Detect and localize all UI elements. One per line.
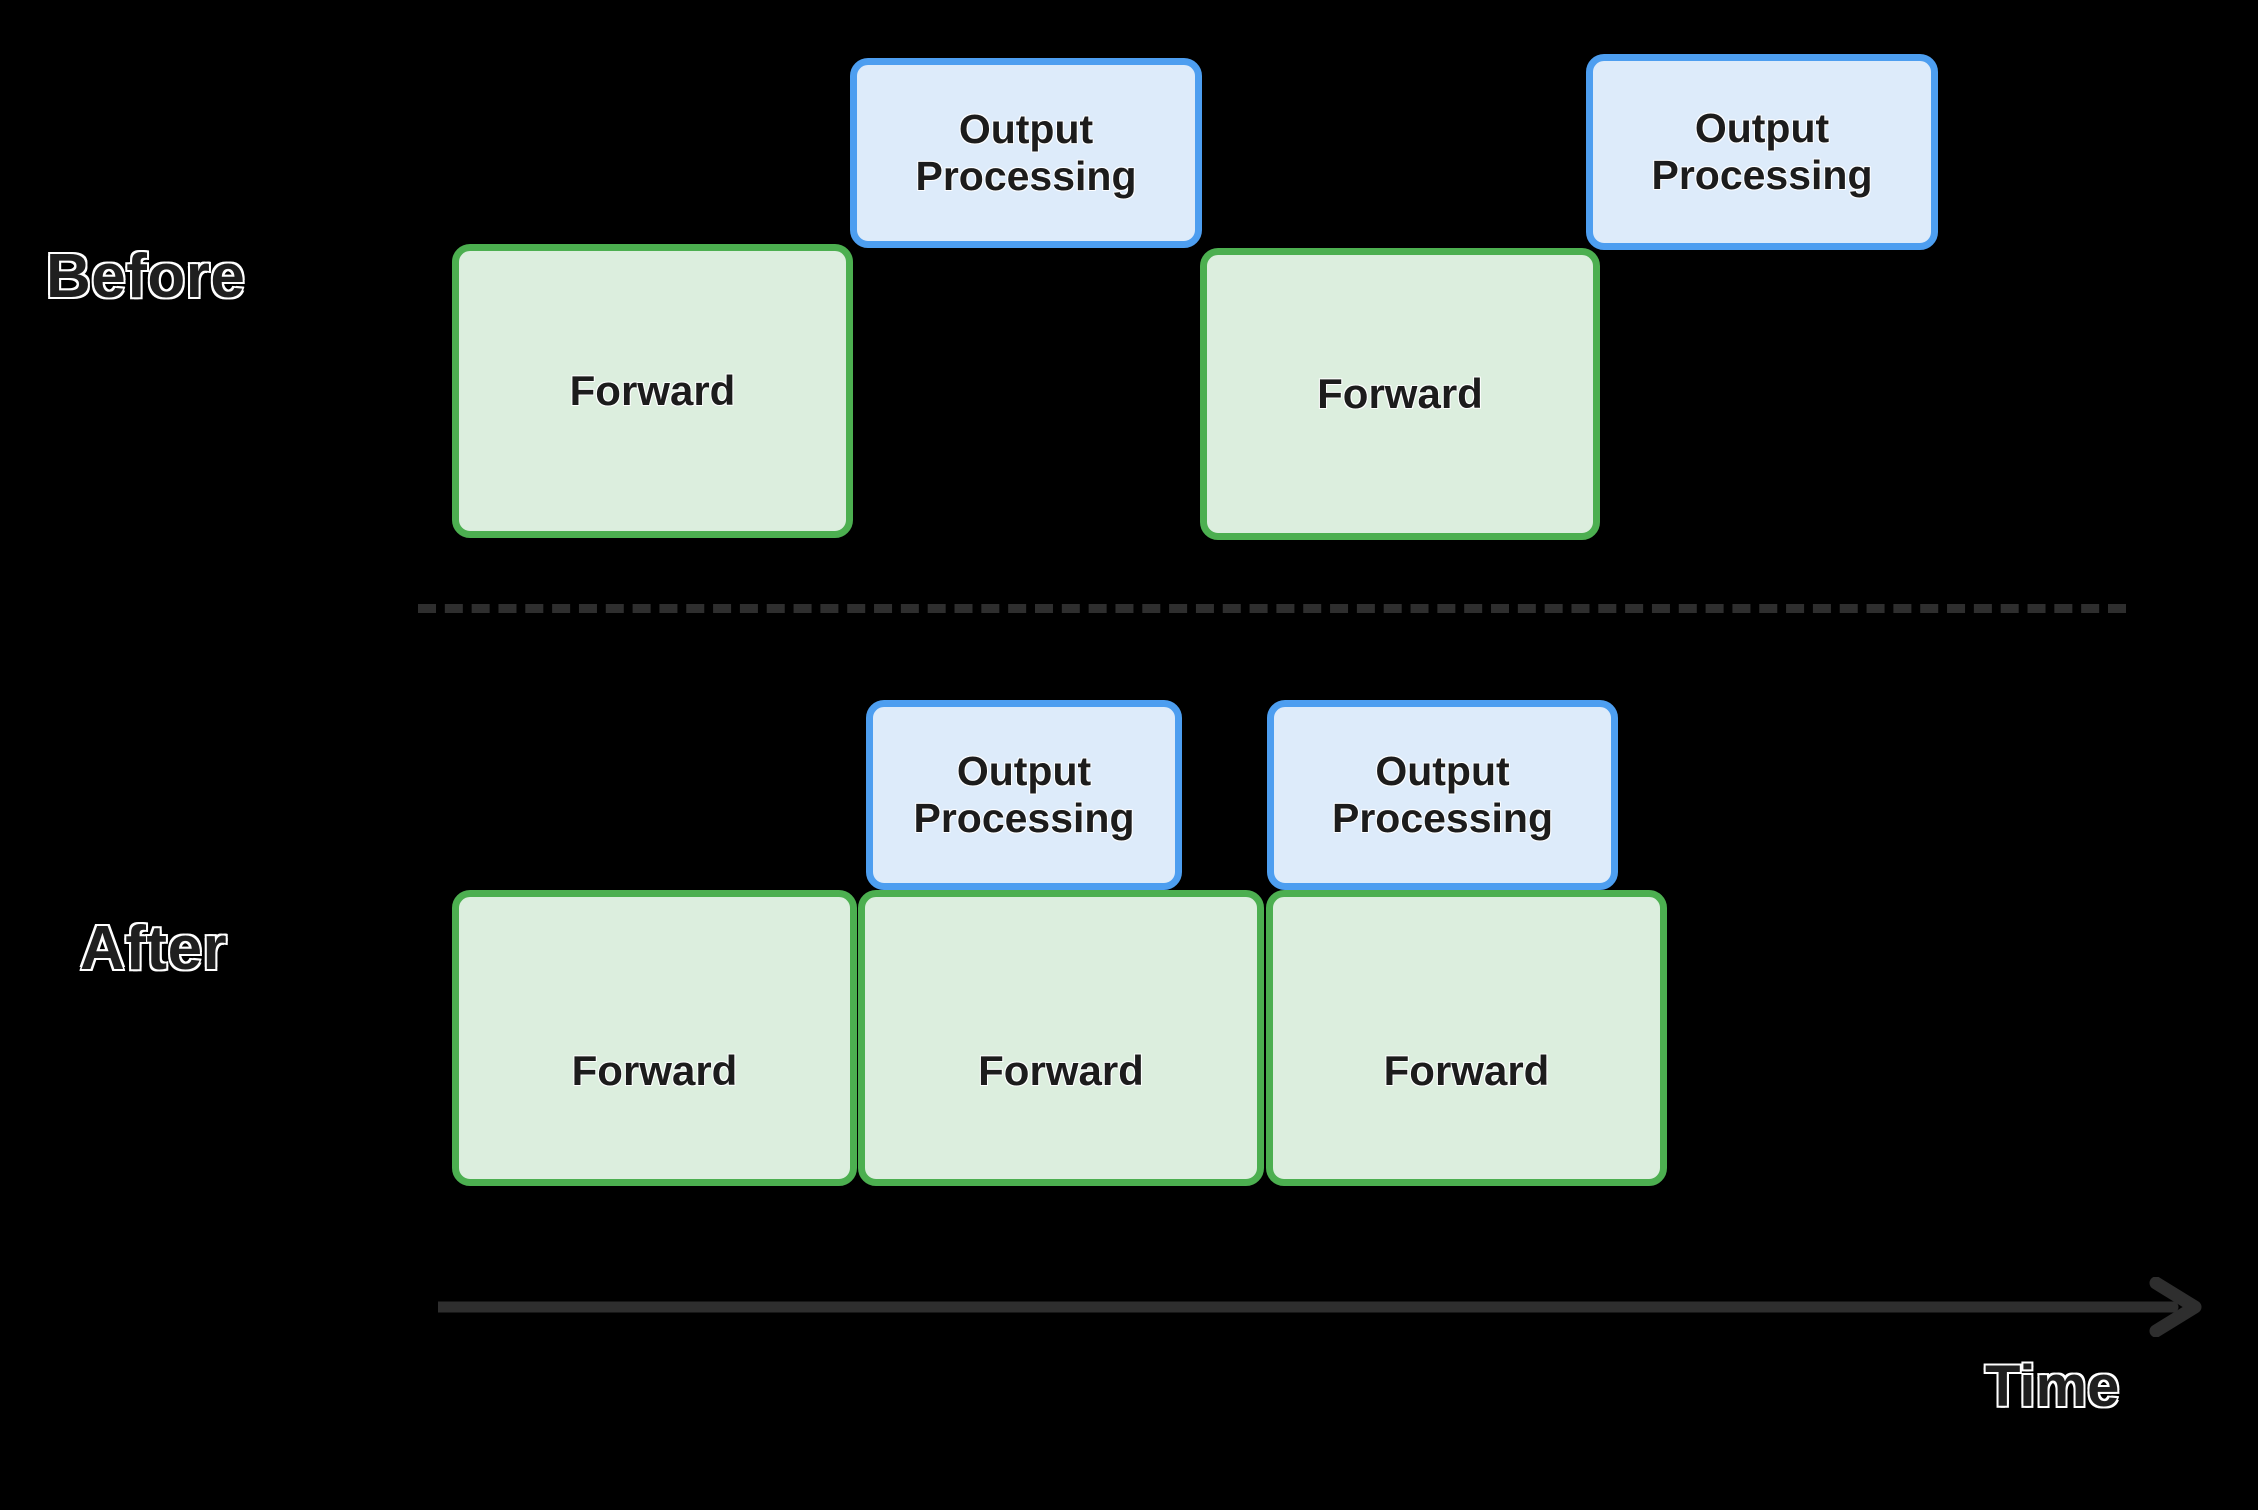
section-divider xyxy=(418,604,2126,613)
forward-block: Forward xyxy=(452,890,857,1186)
output-processing-label: Output Processing xyxy=(1651,104,1873,198)
row-label-after: After xyxy=(78,914,228,983)
output-processing-label: Output Processing xyxy=(1331,747,1554,841)
forward-block: Forward xyxy=(1266,890,1667,1186)
row-label-before: Before xyxy=(44,242,246,311)
output-processing-block: Output Processing xyxy=(850,58,1202,248)
time-axis-label: Time xyxy=(1983,1354,2120,1419)
time-axis-arrow xyxy=(438,1277,2202,1337)
forward-label: Forward xyxy=(569,366,736,414)
forward-block: Forward xyxy=(452,244,853,538)
forward-label: Forward xyxy=(1317,369,1483,417)
output-processing-label: Output Processing xyxy=(915,105,1137,199)
forward-label: Forward xyxy=(1383,1046,1550,1094)
forward-block: Forward xyxy=(858,890,1264,1186)
forward-label: Forward xyxy=(978,1046,1144,1094)
output-processing-block: Output Processing xyxy=(1586,54,1938,250)
output-processing-label: Output Processing xyxy=(913,747,1135,841)
output-processing-block: Output Processing xyxy=(1267,700,1618,890)
output-processing-block: Output Processing xyxy=(866,700,1182,890)
forward-block: Forward xyxy=(1200,248,1600,540)
forward-label: Forward xyxy=(571,1046,738,1094)
